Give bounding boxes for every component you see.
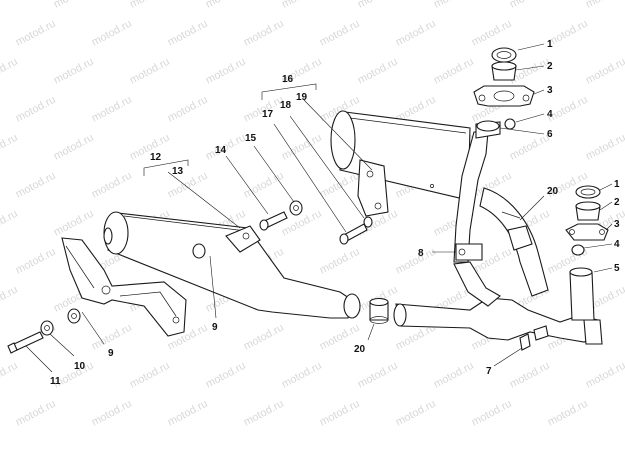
watermark-text: motod.ru [128, 56, 172, 87]
watermark-text: motod.ru [90, 170, 134, 201]
callout-2-front: 2 [614, 197, 620, 208]
watermark-text: motod.ru [242, 170, 286, 201]
watermark-text: motod.ru [204, 360, 248, 391]
callout-9-left: 9 [108, 348, 114, 359]
callout-20-upper: 20 [547, 186, 559, 197]
watermark-text: motod.ru [584, 56, 625, 87]
coupling-sleeve [369, 297, 389, 324]
watermark-text: motod.ru [242, 18, 286, 49]
watermark-text: motod.ru [318, 18, 362, 49]
watermark-text: motod.ru [470, 18, 514, 49]
front-flange-stack [565, 185, 609, 256]
callout-18: 18 [280, 100, 292, 111]
silencer-bolt [339, 216, 373, 245]
watermark-text: motod.ru [14, 94, 58, 125]
watermark-text: motod.ru [14, 246, 58, 277]
upper-silencer [330, 110, 471, 217]
callout-3-front: 3 [614, 219, 620, 230]
watermark-text: motod.ru [166, 94, 210, 125]
watermark-text: motod.ru [508, 132, 552, 163]
callout-12: 12 [150, 152, 162, 163]
watermark-text: motod.ru [432, 56, 476, 87]
watermark-text: motod.ru [166, 398, 210, 429]
callout-1-front: 1 [614, 179, 620, 190]
watermark-text: motod.ru [394, 398, 438, 429]
watermark-text: motod.ru [242, 398, 286, 429]
watermark-text: motod.ru [318, 246, 362, 277]
watermark-text: motod.ru [356, 360, 400, 391]
watermark-text: motod.ru [280, 360, 324, 391]
watermark-text: motod.ru [280, 132, 324, 163]
callout-labels: 1 2 3 4 6 1 2 3 4 5 16 19 18 17 15 14 12… [50, 39, 620, 387]
watermark-text: motod.ru [394, 246, 438, 277]
callout-2: 2 [547, 61, 553, 72]
leader-lines [25, 43, 613, 373]
watermark-text: motod.ru [318, 170, 362, 201]
callout-15: 15 [245, 133, 257, 144]
watermark-text: motod.ru [128, 0, 172, 11]
watermark-text: motod.ru [0, 284, 20, 315]
callout-14: 14 [215, 145, 227, 156]
callout-3: 3 [547, 85, 553, 96]
callout-13: 13 [172, 166, 184, 177]
watermark-text: motod.ru [90, 18, 134, 49]
center-fasteners [259, 200, 303, 231]
watermark-text: motod.ru [204, 56, 248, 87]
watermark-text: motod.ru [0, 208, 20, 239]
callout-16: 16 [282, 74, 294, 85]
watermark-text: motod.ru [0, 0, 20, 11]
watermark-text: motod.ru [280, 0, 324, 11]
watermark-text: motod.ru [90, 398, 134, 429]
watermark-text: motod.ru [508, 0, 552, 11]
callout-19: 19 [296, 92, 308, 103]
watermark-text: motod.ru [52, 208, 96, 239]
footrest-bracket [61, 237, 187, 337]
watermark-text: motod.ru [128, 360, 172, 391]
watermark-text: motod.ru [14, 170, 58, 201]
watermark-text: motod.ru [280, 208, 324, 239]
callout-5: 5 [614, 263, 620, 274]
watermark-text: motod.ru [508, 360, 552, 391]
watermark-text: motod.ru [0, 56, 20, 87]
watermark-text: motod.ru [356, 56, 400, 87]
watermark-text: motod.ru [546, 398, 590, 429]
exhaust-headers [393, 121, 603, 351]
callout-4: 4 [547, 109, 553, 120]
callout-11: 11 [50, 376, 61, 387]
callout-6: 6 [547, 129, 553, 140]
watermark-text: motod.ru [52, 56, 96, 87]
watermark-text: motod.ru [470, 398, 514, 429]
callout-1: 1 [547, 39, 553, 50]
rear-flange-stack [473, 47, 535, 132]
watermark-text: motod.ru [356, 0, 400, 11]
callout-8: 8 [418, 248, 424, 259]
callout-20-lower: 20 [354, 344, 366, 355]
watermark-text: motod.ru [242, 322, 286, 353]
callout-17: 17 [262, 109, 274, 120]
watermark-text: motod.ru [14, 398, 58, 429]
watermark-text: motod.ru [0, 132, 20, 163]
watermark-text: motod.ru [584, 360, 625, 391]
watermark-text: motod.ru [204, 0, 248, 11]
watermark-text: motod.ru [432, 0, 476, 11]
lower-silencer [103, 211, 361, 319]
watermark-text: motod.ru [584, 0, 625, 11]
watermark-text: motod.ru [394, 18, 438, 49]
watermark-text: motod.ru [52, 132, 96, 163]
watermark-text: motod.ru [0, 360, 20, 391]
watermark-text: motod.ru [166, 18, 210, 49]
watermark-text: motod.ru [90, 94, 134, 125]
watermark-text: motod.ru [14, 18, 58, 49]
watermark-text: motod.ru [52, 0, 96, 11]
left-fasteners [7, 308, 81, 354]
watermark-text: motod.ru [318, 398, 362, 429]
callout-7: 7 [486, 366, 492, 377]
callout-4-front: 4 [614, 239, 620, 250]
watermark-text: motod.ru [432, 360, 476, 391]
callout-9-center: 9 [212, 322, 218, 333]
callout-10: 10 [74, 361, 86, 372]
watermark-text: motod.ru [584, 132, 625, 163]
watermark-layer: motod.ru motod.ru motod.ru motod.ru motod.ru… [0, 0, 625, 429]
